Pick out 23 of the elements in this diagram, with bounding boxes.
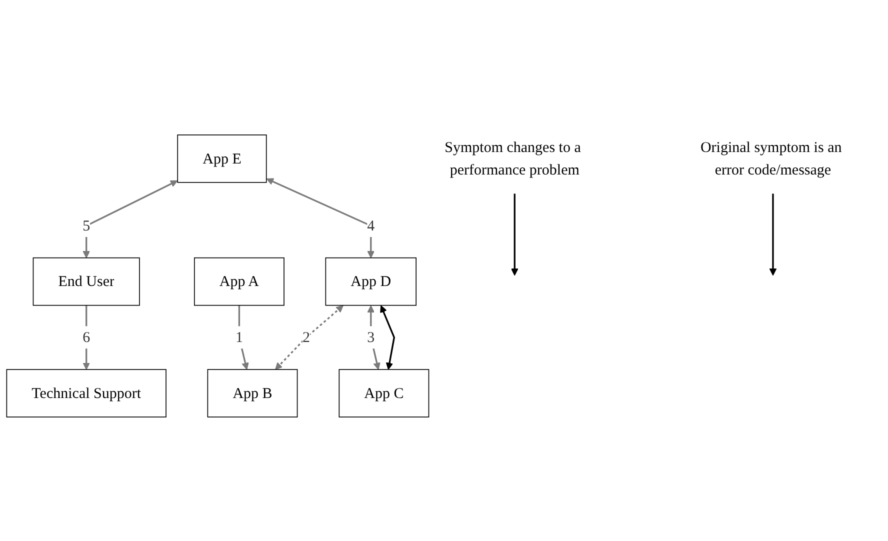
edge-label: 4 xyxy=(367,217,375,234)
arrow xyxy=(82,180,178,258)
edge-label: 5 xyxy=(82,217,90,234)
edge-label: 2 xyxy=(302,328,310,346)
node-box: End User xyxy=(32,258,140,306)
node-text: Symptom changes to a performance problem xyxy=(444,138,581,178)
arrow xyxy=(82,306,90,370)
edge-label: 3 xyxy=(367,328,375,346)
arrow xyxy=(275,305,344,370)
arrow xyxy=(510,194,518,276)
arrow xyxy=(367,306,380,370)
arrow xyxy=(266,178,375,258)
edge-label: 6 xyxy=(82,328,90,346)
arrow xyxy=(769,194,777,276)
node-box: App D xyxy=(325,258,417,306)
edge-label: 1 xyxy=(235,328,243,346)
node-box: Technical Support xyxy=(6,369,166,418)
node-box: App E xyxy=(177,134,267,183)
node-box: App C xyxy=(338,369,430,418)
node-box: App A xyxy=(194,258,284,306)
node-text: Original symptom is an error code/message xyxy=(700,138,842,178)
arrow xyxy=(380,305,396,370)
node-box: App B xyxy=(207,369,298,418)
